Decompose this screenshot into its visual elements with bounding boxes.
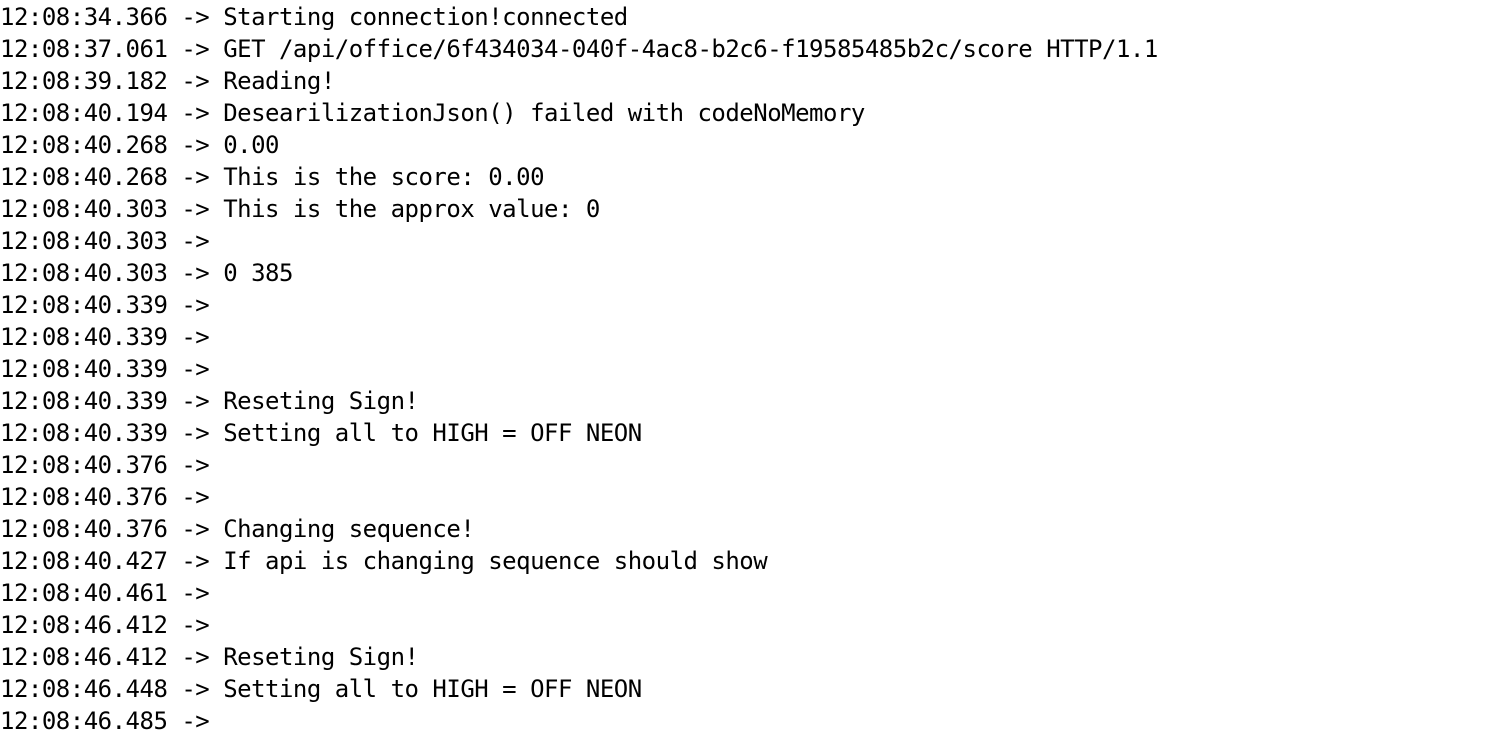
log-timestamp: 12:08:40.268	[0, 131, 168, 159]
log-message: This is the score: 0.00	[223, 163, 545, 191]
log-timestamp: 12:08:46.485	[0, 707, 168, 735]
log-line: 12:08:40.303 -> 0 385	[0, 257, 1508, 289]
log-line: 12:08:40.461 ->	[0, 577, 1508, 609]
log-message: If api is changing sequence should show	[223, 547, 768, 575]
log-line: 12:08:40.303 ->	[0, 225, 1508, 257]
log-timestamp: 12:08:40.194	[0, 99, 168, 127]
log-line: 12:08:40.427 -> If api is changing seque…	[0, 545, 1508, 577]
log-arrow: ->	[167, 419, 224, 447]
log-message: Setting all to HIGH = OFF NEON	[223, 419, 642, 447]
log-timestamp: 12:08:40.303	[0, 259, 168, 287]
log-arrow: ->	[167, 547, 224, 575]
log-arrow: ->	[167, 611, 224, 639]
log-line: 12:08:40.339 -> Setting all to HIGH = OF…	[0, 417, 1508, 449]
log-arrow: ->	[167, 163, 224, 191]
log-arrow: ->	[167, 35, 224, 63]
log-line: 12:08:40.268 -> This is the score: 0.00	[0, 161, 1508, 193]
log-timestamp: 12:08:40.376	[0, 483, 168, 511]
log-arrow: ->	[167, 707, 224, 735]
log-line: 12:08:40.376 ->	[0, 449, 1508, 481]
log-message: Reseting Sign!	[223, 643, 419, 671]
log-timestamp: 12:08:34.366	[0, 3, 168, 31]
log-message: GET /api/office/6f434034-040f-4ac8-b2c6-…	[223, 35, 1158, 63]
log-timestamp: 12:08:40.339	[0, 291, 168, 319]
log-timestamp: 12:08:40.268	[0, 163, 168, 191]
log-line: 12:08:46.412 -> Reseting Sign!	[0, 641, 1508, 673]
log-timestamp: 12:08:40.339	[0, 355, 168, 383]
log-timestamp: 12:08:37.061	[0, 35, 168, 63]
log-timestamp: 12:08:46.448	[0, 675, 168, 703]
log-arrow: ->	[167, 3, 224, 31]
log-line: 12:08:40.303 -> This is the approx value…	[0, 193, 1508, 225]
log-timestamp: 12:08:40.427	[0, 547, 168, 575]
log-line: 12:08:40.339 ->	[0, 353, 1508, 385]
log-timestamp: 12:08:40.376	[0, 451, 168, 479]
log-message: Reseting Sign!	[223, 387, 419, 415]
log-arrow: ->	[167, 675, 224, 703]
log-line: 12:08:40.339 -> Reseting Sign!	[0, 385, 1508, 417]
log-arrow: ->	[167, 291, 224, 319]
log-timestamp: 12:08:40.303	[0, 227, 168, 255]
log-arrow: ->	[167, 643, 224, 671]
log-arrow: ->	[167, 515, 224, 543]
log-arrow: ->	[167, 131, 224, 159]
log-arrow: ->	[167, 195, 224, 223]
log-timestamp: 12:08:40.339	[0, 323, 168, 351]
log-message: Reading!	[223, 67, 335, 95]
log-timestamp: 12:08:40.339	[0, 387, 168, 415]
log-timestamp: 12:08:39.182	[0, 67, 168, 95]
log-arrow: ->	[167, 579, 224, 607]
log-arrow: ->	[167, 67, 224, 95]
log-line: 12:08:40.339 ->	[0, 289, 1508, 321]
log-arrow: ->	[167, 323, 224, 351]
log-line: 12:08:34.366 -> Starting connection!conn…	[0, 1, 1508, 33]
log-arrow: ->	[167, 355, 224, 383]
log-arrow: ->	[167, 483, 224, 511]
log-message: 0.00	[223, 131, 279, 159]
log-line: 12:08:46.485 ->	[0, 705, 1508, 737]
log-arrow: ->	[167, 99, 224, 127]
log-line: 12:08:37.061 -> GET /api/office/6f434034…	[0, 33, 1508, 65]
log-line: 12:08:46.412 ->	[0, 609, 1508, 641]
log-line: 12:08:46.448 -> Setting all to HIGH = OF…	[0, 673, 1508, 705]
log-line: 12:08:40.376 -> Changing sequence!	[0, 513, 1508, 545]
log-timestamp: 12:08:40.339	[0, 419, 168, 447]
log-line: 12:08:40.339 ->	[0, 321, 1508, 353]
log-message: Changing sequence!	[223, 515, 475, 543]
log-timestamp: 12:08:46.412	[0, 643, 168, 671]
log-line: 12:08:40.268 -> 0.00	[0, 129, 1508, 161]
log-line: 12:08:40.376 ->	[0, 481, 1508, 513]
log-message: Starting connection!connected	[223, 3, 628, 31]
log-arrow: ->	[167, 227, 224, 255]
log-timestamp: 12:08:40.461	[0, 579, 168, 607]
log-timestamp: 12:08:46.412	[0, 611, 168, 639]
log-line: 12:08:39.182 -> Reading!	[0, 65, 1508, 97]
log-arrow: ->	[167, 259, 224, 287]
log-message: DesearilizationJson() failed with codeNo…	[223, 99, 865, 127]
log-arrow: ->	[167, 387, 224, 415]
log-message: Setting all to HIGH = OFF NEON	[223, 675, 642, 703]
log-arrow: ->	[167, 451, 224, 479]
log-line: 12:08:40.194 -> DesearilizationJson() fa…	[0, 97, 1508, 129]
log-message: This is the approx value: 0	[223, 195, 600, 223]
log-message: 0 385	[223, 259, 293, 287]
log-timestamp: 12:08:40.376	[0, 515, 168, 543]
log-timestamp: 12:08:40.303	[0, 195, 168, 223]
